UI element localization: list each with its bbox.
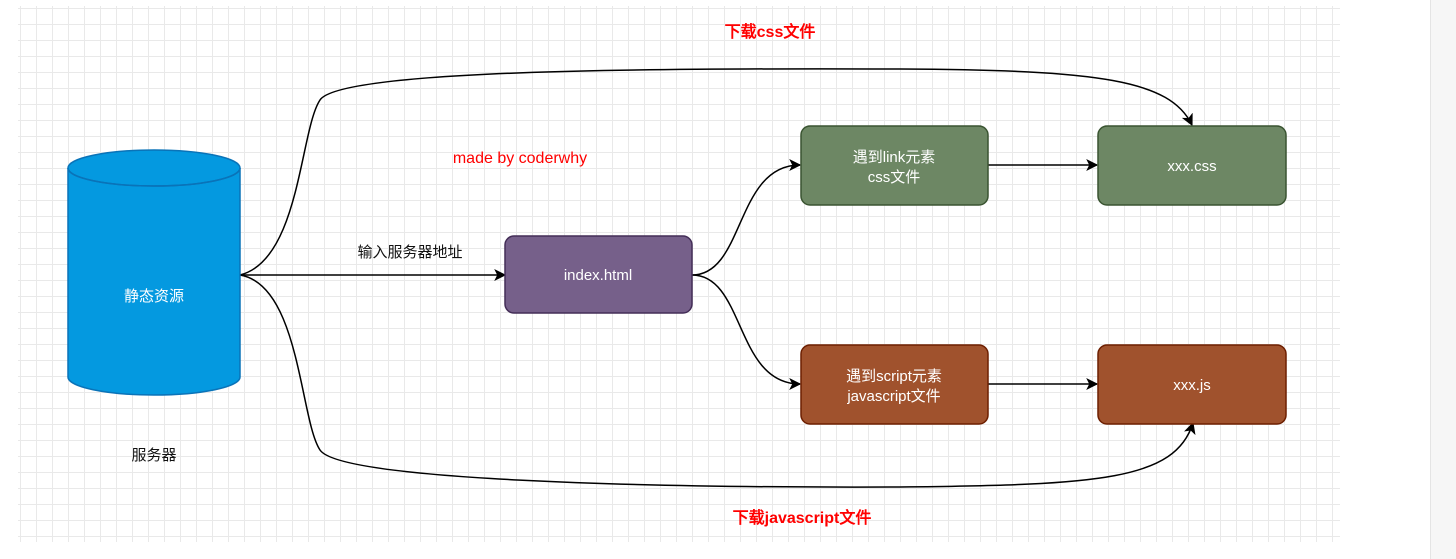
js-file-label: xxx.js	[1173, 377, 1211, 394]
top-edge-label: 下载css文件	[725, 22, 816, 41]
edge-download-css	[239, 68, 1193, 276]
css-file-label: xxx.css	[1167, 158, 1216, 175]
link-node-line1: 遇到link元素	[853, 149, 936, 166]
js-file-node[interactable]: xxx.js	[1097, 344, 1287, 425]
bottom-edge-label: 下载javascript文件	[733, 508, 872, 527]
index-node[interactable]: index.html	[504, 235, 693, 314]
edge-index-to-script	[691, 274, 802, 390]
link-element-node[interactable]: 遇到link元素 css文件	[800, 125, 989, 206]
link-node-line2: css文件	[868, 169, 921, 186]
server-caption: 服务器	[131, 447, 176, 464]
script-node-line1: 遇到script元素	[846, 368, 942, 385]
script-node-line2: javascript文件	[846, 388, 940, 405]
database-cylinder[interactable]: 静态资源	[67, 149, 241, 396]
edge-download-js	[239, 274, 1196, 488]
index-node-label: index.html	[564, 267, 632, 284]
edge-index-to-link	[691, 159, 802, 276]
request-edge-label: 输入服务器地址	[357, 244, 462, 261]
watermark-text: made by coderwhy	[453, 150, 587, 167]
css-file-node[interactable]: xxx.css	[1097, 125, 1287, 206]
scrollbar-strip[interactable]	[1430, 0, 1456, 559]
database-label: 静态资源	[124, 288, 184, 305]
script-element-node[interactable]: 遇到script元素 javascript文件	[800, 344, 989, 425]
